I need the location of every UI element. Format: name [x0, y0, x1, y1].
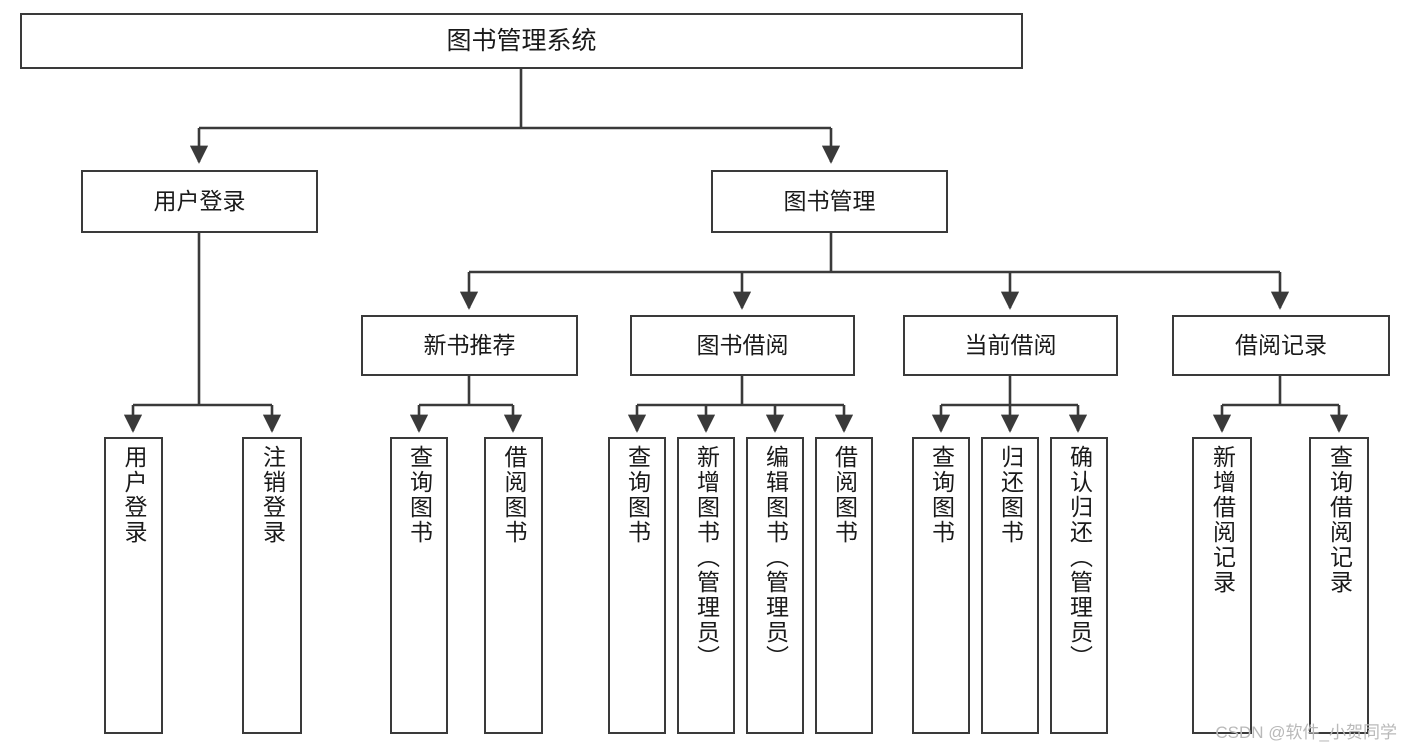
leaf-borrow-add-book[interactable]: 新增图书（管理员）	[677, 437, 735, 734]
node-label-current-borrow: 当前借阅	[964, 331, 1057, 358]
leaf-label-record-add-record: 新增借阅记录	[1209, 445, 1236, 595]
leaf-current-return-book[interactable]: 归还图书	[981, 437, 1039, 734]
leaf-record-add-record[interactable]: 新增借阅记录	[1192, 437, 1252, 734]
node-user-login[interactable]: 用户登录	[81, 170, 318, 233]
node-label-book-management: 图书管理	[783, 187, 876, 214]
leaf-label-user-login-signin: 用户登录	[121, 445, 147, 545]
node-root-system[interactable]: 图书管理系统	[20, 13, 1023, 69]
node-book-management[interactable]: 图书管理	[711, 170, 948, 233]
leaf-label-borrow-edit-book: 编辑图书（管理员）	[762, 445, 789, 670]
leaf-user-login-signout[interactable]: 注销登录	[242, 437, 302, 734]
node-new-book-recommend[interactable]: 新书推荐	[361, 315, 578, 376]
leaf-label-current-return-book: 归还图书	[997, 445, 1024, 545]
leaf-current-confirm-return[interactable]: 确认归还（管理员）	[1050, 437, 1108, 734]
leaf-user-login-signin[interactable]: 用户登录	[104, 437, 163, 734]
node-label-user-login: 用户登录	[153, 187, 246, 214]
leaf-label-borrow-add-book: 新增图书（管理员）	[693, 445, 720, 670]
leaf-label-current-confirm-return: 确认归还（管理员）	[1066, 445, 1093, 670]
leaf-current-query-book[interactable]: 查询图书	[912, 437, 970, 734]
node-book-borrow[interactable]: 图书借阅	[630, 315, 855, 376]
leaf-record-query-record[interactable]: 查询借阅记录	[1309, 437, 1369, 734]
leaf-borrow-borrow-book[interactable]: 借阅图书	[815, 437, 873, 734]
leaf-borrow-query-book[interactable]: 查询图书	[608, 437, 666, 734]
leaf-borrow-edit-book[interactable]: 编辑图书（管理员）	[746, 437, 804, 734]
leaf-label-current-query-book: 查询图书	[928, 445, 955, 545]
leaf-label-recommend-borrow-book: 借阅图书	[501, 445, 527, 545]
leaf-label-borrow-query-book: 查询图书	[624, 445, 651, 545]
leaf-recommend-query-book[interactable]: 查询图书	[390, 437, 448, 734]
node-label-new-book-recommend: 新书推荐	[423, 331, 516, 358]
leaf-label-user-login-signout: 注销登录	[259, 445, 286, 545]
node-label-root: 图书管理系统	[446, 27, 597, 55]
node-label-borrow-record: 借阅记录	[1235, 331, 1327, 358]
leaf-label-record-query-record: 查询借阅记录	[1326, 445, 1353, 595]
node-label-book-borrow: 图书借阅	[696, 331, 789, 358]
node-borrow-record[interactable]: 借阅记录	[1172, 315, 1390, 376]
leaf-recommend-borrow-book[interactable]: 借阅图书	[484, 437, 543, 734]
node-current-borrow[interactable]: 当前借阅	[903, 315, 1118, 376]
leaf-label-borrow-borrow-book: 借阅图书	[831, 445, 858, 545]
leaf-label-recommend-query-book: 查询图书	[406, 445, 433, 545]
